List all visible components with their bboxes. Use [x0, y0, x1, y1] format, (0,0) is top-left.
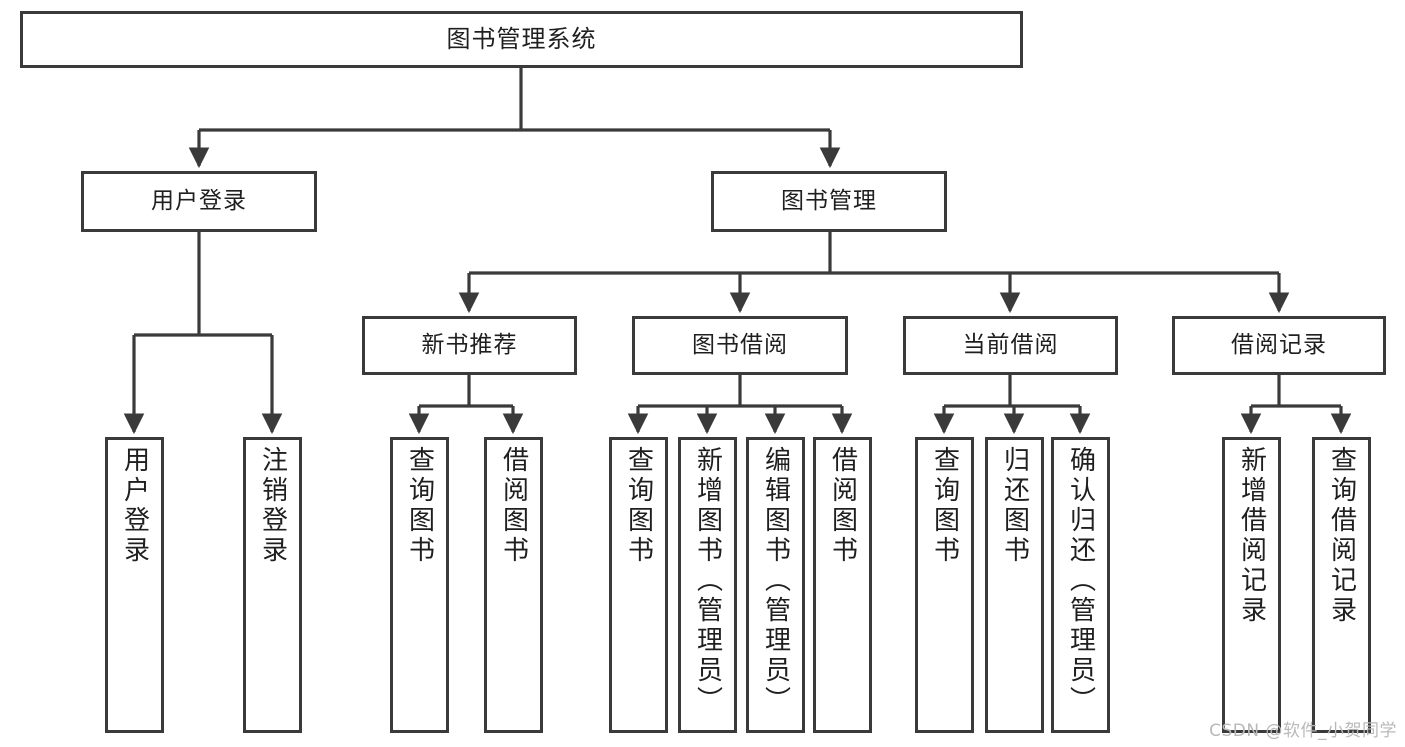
node-leaf-query-book-borrow-label: 查询图书: [623, 446, 654, 566]
node-leaf-borrow-book[interactable]: 借阅图书: [813, 437, 872, 733]
node-current-borrow-label: 当前借阅: [962, 331, 1059, 358]
node-leaf-edit-book[interactable]: 编辑图书（管理员）: [746, 437, 805, 733]
node-leaf-return-book-label: 归还图书: [999, 446, 1030, 566]
node-leaf-query-borrow-record[interactable]: 查询借阅记录: [1312, 437, 1371, 733]
node-leaf-add-book-label: 新增图书（管理员）: [692, 446, 723, 716]
node-new-book-recommend[interactable]: 新书推荐: [362, 316, 577, 375]
node-leaf-confirm-return-label: 确认归还（管理员）: [1065, 446, 1096, 716]
node-root[interactable]: 图书管理系统: [20, 11, 1023, 68]
watermark-text: CSDN @软件_小贺同学: [1209, 721, 1397, 741]
node-book-management-label: 图书管理: [781, 187, 877, 214]
node-leaf-query-book-current-label: 查询图书: [929, 446, 960, 566]
node-leaf-borrow-book-recommend[interactable]: 借阅图书: [484, 437, 543, 733]
node-leaf-confirm-return[interactable]: 确认归还（管理员）: [1051, 437, 1110, 733]
node-leaf-query-book-recommend-label: 查询图书: [404, 446, 435, 566]
node-current-borrow[interactable]: 当前借阅: [903, 316, 1118, 375]
node-leaf-query-book-borrow[interactable]: 查询图书: [609, 437, 668, 733]
node-leaf-add-borrow-record[interactable]: 新增借阅记录: [1222, 437, 1281, 733]
node-leaf-query-borrow-record-label: 查询借阅记录: [1326, 446, 1357, 626]
node-leaf-query-book-recommend[interactable]: 查询图书: [390, 437, 449, 733]
node-leaf-borrow-book-recommend-label: 借阅图书: [498, 446, 529, 566]
node-user-login-label: 用户登录: [151, 187, 247, 214]
node-leaf-borrow-book-label: 借阅图书: [827, 446, 858, 566]
node-borrow-record[interactable]: 借阅记录: [1172, 316, 1386, 375]
node-book-management[interactable]: 图书管理: [711, 171, 947, 232]
node-leaf-return-book[interactable]: 归还图书: [985, 437, 1044, 733]
node-book-borrow[interactable]: 图书借阅: [632, 316, 848, 375]
node-user-login[interactable]: 用户登录: [81, 171, 317, 232]
node-leaf-user-login[interactable]: 用户登录: [105, 437, 164, 733]
node-leaf-add-book[interactable]: 新增图书（管理员）: [678, 437, 737, 733]
node-root-label: 图书管理系统: [446, 25, 597, 54]
node-leaf-add-borrow-record-label: 新增借阅记录: [1236, 446, 1267, 626]
node-leaf-user-login-label: 用户登录: [119, 446, 150, 566]
node-leaf-query-book-current[interactable]: 查询图书: [915, 437, 974, 733]
node-leaf-logout-label: 注销登录: [257, 446, 288, 566]
node-leaf-logout[interactable]: 注销登录: [243, 437, 302, 733]
node-book-borrow-label: 图书借阅: [692, 331, 788, 358]
node-leaf-edit-book-label: 编辑图书（管理员）: [760, 446, 791, 716]
node-new-book-recommend-label: 新书推荐: [421, 331, 518, 358]
node-borrow-record-label: 借阅记录: [1231, 331, 1327, 358]
